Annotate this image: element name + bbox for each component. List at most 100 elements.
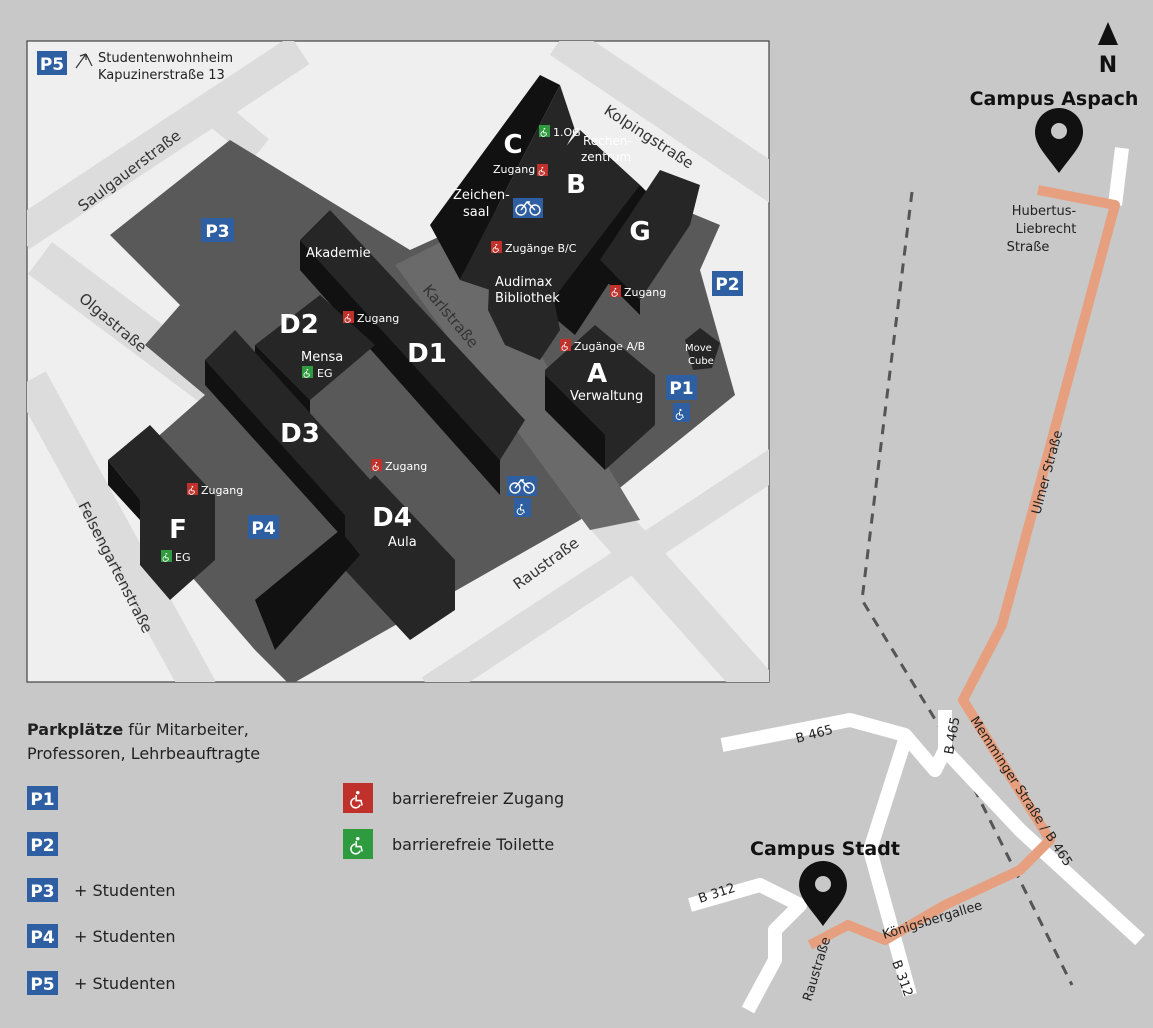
building-d1-label: D1 [407, 339, 447, 369]
building-f-label: F [169, 515, 187, 545]
audimax-label-2: Bibliothek [495, 291, 560, 306]
ulmer-label: Ulmer Straße [1029, 429, 1066, 516]
legend-item-p4: P4 + Studenten [27, 924, 175, 948]
campus-stadt-label: Campus Stadt [750, 838, 900, 860]
route-line [807, 185, 1120, 950]
campus-map: Saulgauerstraße Olgastraße Felsengartens… [26, 40, 770, 683]
building-labels: C 1.OG Rechen- zentrum Zugang B Zeichen-… [161, 125, 714, 564]
move-cube-label-1: Move [685, 343, 712, 354]
entrances-ab-label: Zugänge A/B [574, 340, 645, 353]
parking-badge-p2: P2 [712, 271, 743, 296]
legend-item-p1: P1 [27, 786, 58, 810]
arrow-icon [75, 53, 93, 69]
legend: Parkplätze für Mitarbeiter, Professoren,… [27, 720, 564, 995]
bicycle-parking-icon [507, 476, 537, 496]
legend-title-line2: Professoren, Lehrbeauftragte [27, 744, 260, 763]
svg-text:P5: P5 [30, 975, 54, 995]
building-c-entrance-label: Zugang [493, 163, 535, 176]
entrances-bc-label: Zugänge B/C [505, 242, 577, 255]
building-d3-label: D3 [280, 419, 320, 449]
location-pin-icon [799, 861, 847, 926]
legend-accessible-entrance: barrierefreier Zugang [343, 783, 564, 813]
svg-text:+ Studenten: + Studenten [74, 927, 175, 946]
zeichensaal-label-2: saal [463, 205, 489, 220]
parking-badge-p4: P4 [248, 515, 279, 539]
building-b-label: B [566, 170, 586, 200]
legend-item-p3: P3 + Studenten [27, 878, 175, 902]
building-g-entrance-label: Zugang [624, 286, 666, 299]
railway-line [860, 191, 1074, 986]
accessible-parking-icon [673, 403, 690, 422]
building-g-label: G [629, 217, 650, 247]
overview-roads [688, 147, 1145, 1014]
accessible-entrance-icon [537, 164, 548, 176]
building-c-label: C [503, 130, 522, 160]
legend-title: Parkplätze für Mitarbeiter, [27, 720, 249, 739]
parking-badge-p3: P3 [201, 218, 234, 242]
svg-text:+ Studenten: + Studenten [74, 974, 175, 993]
zeichensaal-label-1: Zeichen- [453, 188, 510, 203]
legend-accessible-toilet: barrierefreie Toilette [343, 829, 554, 859]
svg-text:barrierefreier Zugang: barrierefreier Zugang [392, 789, 564, 808]
building-d4-label: D4 [372, 503, 412, 533]
p5-note: P5 Studentenwohnheim Kapuzinerstraße 13 [37, 51, 233, 83]
svg-text:barrierefreie Toilette: barrierefreie Toilette [392, 835, 554, 854]
accessible-toilet-icon [539, 125, 550, 137]
accessible-toilet-icon [302, 366, 313, 378]
p5-note-line2: Kapuzinerstraße 13 [98, 68, 225, 83]
location-pin-icon [1035, 108, 1083, 173]
building-f-floor: EG [175, 551, 190, 564]
svg-text:P4: P4 [251, 519, 275, 539]
p5-note-line1: Studentenwohnheim [98, 51, 233, 66]
campus-aspach-label: Campus Aspach [970, 88, 1139, 110]
bicycle-parking-icon [513, 198, 543, 218]
audimax-label-1: Audimax [495, 275, 553, 290]
svg-text:P2: P2 [30, 836, 54, 856]
north-arrow-icon: N [1098, 22, 1118, 78]
wheelchair-icon [343, 783, 373, 813]
building-f-entrance-label: Zugang [201, 484, 243, 497]
north-label: N [1099, 53, 1117, 78]
verwaltung-label: Verwaltung [570, 389, 643, 404]
svg-text:+ Studenten: + Studenten [74, 881, 175, 900]
accessible-entrance-icon [187, 483, 198, 495]
svg-text:P1: P1 [669, 379, 693, 399]
p5-badge: P5 [40, 55, 64, 75]
legend-item-p2: P2 [27, 832, 58, 856]
rechenzentrum-label-2: zentrum [581, 150, 631, 164]
akademie-label: Akademie [306, 246, 371, 261]
rau-label: Raustraße [800, 935, 834, 1003]
building-a-label: A [587, 359, 607, 389]
accessible-entrance-icon [610, 285, 621, 297]
svg-text:P3: P3 [205, 222, 229, 242]
accessible-entrance-icon [343, 311, 354, 323]
accessible-entrance-icon [371, 459, 382, 471]
hubertus-label-1: Hubertus- [1012, 204, 1077, 219]
accessible-toilet-icon [161, 550, 172, 562]
svg-text:P1: P1 [30, 790, 54, 810]
legend-item-p5: P5 + Studenten [27, 971, 175, 995]
rechenzentrum-label-1: Rechen- [583, 134, 632, 148]
svg-text:P2: P2 [715, 275, 739, 295]
accessible-entrance-icon [491, 241, 502, 253]
move-cube-label-2: Cube [688, 356, 714, 367]
building-c-floor: 1.OG [553, 126, 581, 139]
accessible-parking-icon [514, 498, 531, 517]
svg-text:P3: P3 [30, 882, 54, 902]
aula-label: Aula [388, 535, 417, 550]
hubertus-label-2: Liebrecht [1016, 222, 1077, 237]
svg-text:P4: P4 [30, 928, 54, 948]
b465-label-b: B 465 [942, 716, 963, 756]
parking-badge-p1: P1 [666, 375, 697, 400]
building-d2-entrance-label: Zugang [357, 312, 399, 325]
mensa-label: Mensa [301, 350, 343, 365]
mensa-floor: EG [317, 367, 332, 380]
building-d3-entrance-label: Zugang [385, 460, 427, 473]
wheelchair-icon [343, 829, 373, 859]
accessible-entrance-icon [560, 339, 571, 351]
buildings [108, 75, 720, 650]
hubertus-label-3: Straße [1007, 240, 1050, 255]
building-d2-label: D2 [279, 310, 319, 340]
